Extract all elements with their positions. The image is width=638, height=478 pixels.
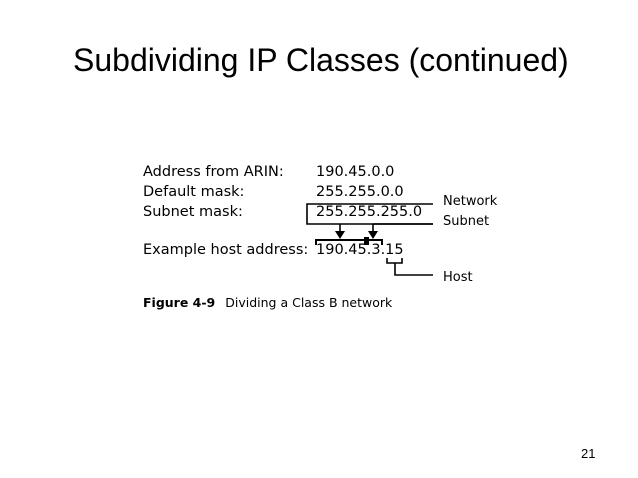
subnet-mask-label: Subnet mask: [143,204,243,220]
figure-caption-text: Dividing a Class B network [225,295,393,310]
address-from-arin-value: 190.45.0.0 [316,164,395,180]
address-from-arin-label: Address from ARIN: [143,164,284,180]
network-subnet-divider [364,237,369,245]
network-label: Network [443,194,498,209]
subnet-label: Subnet [443,214,490,229]
page-number: 21 [581,446,596,461]
figure-caption: Figure 4-9 Dividing a Class B network [143,295,392,310]
slide-title: Subdividing IP Classes (continued) [73,42,569,78]
network-bracket [306,203,433,225]
default-mask-value: 255.255.0.0 [316,184,404,200]
host-connector [394,263,433,276]
subnet-mask-value: 255.255.255.0 [316,204,423,220]
host-portion-brace [386,258,403,264]
network-portion-brace [315,239,364,245]
example-host-address-value: 190.45.3.15 [316,242,404,258]
subnet-arrow-head [368,231,378,239]
example-host-address-label: Example host address: [143,242,309,258]
default-mask-label: Default mask: [143,184,245,200]
subnet-portion-brace [369,239,383,245]
figure-caption-number: Figure 4-9 [143,295,216,310]
host-label: Host [443,270,473,285]
network-arrow-head [335,231,345,239]
